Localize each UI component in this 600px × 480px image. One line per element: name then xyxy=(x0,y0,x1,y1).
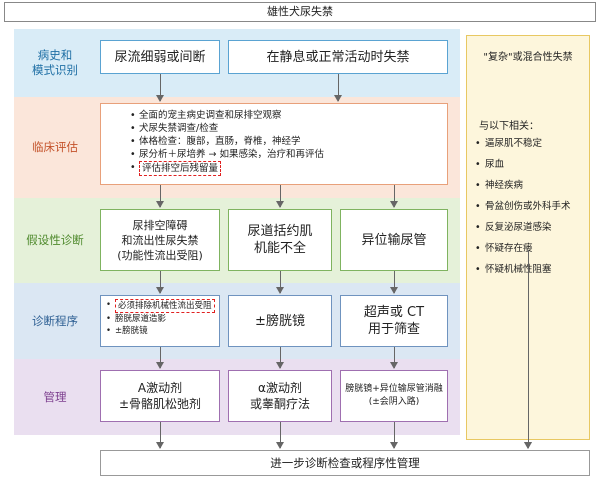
band-label-management: 管理 xyxy=(43,389,67,404)
arrow-connector xyxy=(156,347,164,369)
exclude-obstruction-highlight: 必须排除机械性流出受阻 xyxy=(115,299,215,313)
clinical-item: 尿分析＋尿培养 → 如果感染，治疗和再评估 xyxy=(129,148,324,161)
side-item: 骨盆创伤或外科手术 xyxy=(475,196,571,217)
side-panel-arrow xyxy=(524,250,532,449)
clinical-list: 全面的宠主病史调查和尿排空观察 犬尿失禁调查/检查 体格检查：腹部，直肠，脊椎，… xyxy=(129,109,324,176)
arrow-connector xyxy=(390,422,398,449)
hypothesis-ectopic-ureter-box: 异位输尿管 xyxy=(340,209,448,271)
arrow-connector xyxy=(334,74,342,102)
history-rest-incontinence-box: 在静息或正常活动时失禁 xyxy=(228,40,448,74)
diagnostic-imaging-box: 超声或 CT 用于筛查 xyxy=(340,295,448,347)
band-label-diagnostic: 诊断程序 xyxy=(32,313,78,328)
diagnostic-item: 膀胱尿道造影 xyxy=(105,313,215,325)
diagnostic-item: ±膀胱镜 xyxy=(105,325,215,337)
band-label-history: 病史和 模式识别 xyxy=(32,48,78,77)
further-diagnostics-box: 进一步诊断检查或程序性管理 xyxy=(100,450,590,476)
arrow-connector xyxy=(390,185,398,208)
band-label-hypothesis: 假设性诊断 xyxy=(26,233,84,247)
management-alpha-agonist-box: α激动剂 或睾酮疗法 xyxy=(228,370,332,422)
clinical-item: 全面的宠主病史调查和尿排空观察 xyxy=(129,109,324,122)
history-weak-stream-box: 尿流细弱或间断 xyxy=(100,40,220,74)
arrow-connector xyxy=(276,347,284,369)
diagnostic-item-highlight: 必须排除机械性流出受阻 xyxy=(105,299,215,313)
side-item: 尿血 xyxy=(475,154,571,175)
side-item: 怀疑存在瘘 xyxy=(475,238,571,259)
arrow-connector xyxy=(276,422,284,449)
clinical-assessment-box: 全面的宠主病史调查和尿排空观察 犬尿失禁调查/检查 体格检查：腹部，直肠，脊椎，… xyxy=(100,103,448,185)
diagram-title: 雄性犬尿失禁 xyxy=(4,2,596,22)
arrow-connector xyxy=(156,74,164,102)
residual-volume-highlight: 评估排空后残留量 xyxy=(139,161,222,176)
side-item: 反复泌尿道感染 xyxy=(475,217,571,238)
diagnostic-list: 必须排除机械性流出受阻 膀胱尿道造影 ±膀胱镜 xyxy=(105,299,215,337)
side-item: 逼尿肌不稳定 xyxy=(475,133,571,154)
arrow-connector xyxy=(276,271,284,294)
arrow-connector xyxy=(156,185,164,208)
management-ablation-box: 膀胱镜+异位输尿管消融 (±会阴入路) xyxy=(340,370,448,422)
hypothesis-voiding-disorder-box: 尿排空障碍 和流出性尿失禁 (功能性流出受阻) xyxy=(100,209,220,271)
side-item: 神经疾病 xyxy=(475,175,571,196)
management-agonist-box: A激动剂 ±骨骼肌松弛剂 xyxy=(100,370,220,422)
side-panel-subtitle: 与以下相关： xyxy=(479,121,539,132)
arrow-connector xyxy=(156,422,164,449)
side-item: 怀疑机械性阻塞 xyxy=(475,259,571,280)
hypothesis-sphincter-box: 尿道括约肌 机能不全 xyxy=(228,209,332,271)
band-label-clinical: 临床评估 xyxy=(32,140,78,154)
arrow-connector xyxy=(156,271,164,294)
clinical-item: 犬尿失禁调查/检查 xyxy=(129,122,324,135)
diagnostic-procedures-box: 必须排除机械性流出受阻 膀胱尿道造影 ±膀胱镜 xyxy=(100,295,220,347)
side-panel-title: "复杂"或混合性失禁 xyxy=(483,52,573,63)
side-panel-list: 逼尿肌不稳定 尿血 神经疾病 骨盆创伤或外科手术 反复泌尿道感染 怀疑存在瘘 怀… xyxy=(475,133,571,280)
arrow-connector xyxy=(276,185,284,208)
arrow-connector xyxy=(390,347,398,369)
clinical-item: 体格检查：腹部，直肠，脊椎，神经学 xyxy=(129,135,324,148)
diagnostic-cystoscopy-box: ±膀胱镜 xyxy=(228,295,332,347)
arrow-connector xyxy=(390,271,398,294)
clinical-item-highlight: 评估排空后残留量 xyxy=(129,161,324,176)
